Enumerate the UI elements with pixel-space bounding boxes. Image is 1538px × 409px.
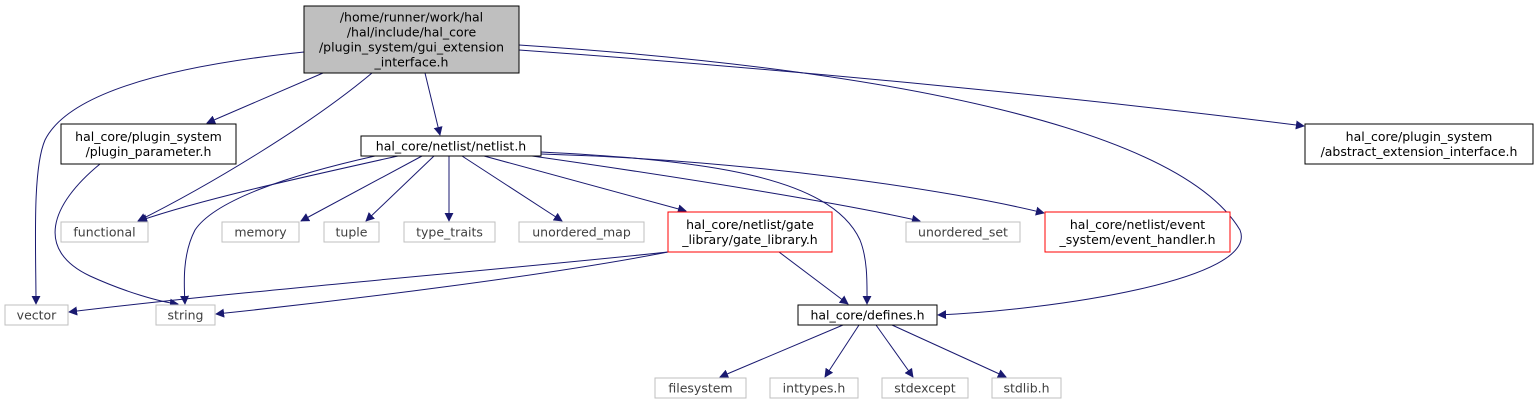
edge-netlist-to-event_handler	[540, 153, 1045, 216]
node-label-line: hal_core/netlist/gate	[686, 217, 814, 232]
edge-root-to-plugin_parameter	[206, 72, 324, 124]
node-stdexcept: stdexcept	[881, 377, 969, 399]
node-label-line: hal_core/defines.h	[810, 308, 924, 323]
node-unordered-map: unordered_map	[518, 221, 645, 243]
node-inttypes: inttypes.h	[769, 377, 859, 399]
node-label-line: functional	[73, 225, 135, 240]
node-box	[323, 221, 380, 243]
edge-gate_library-to-defines	[778, 251, 849, 305]
node-label-line: type_traits	[416, 225, 483, 240]
node-label-line: /hal/include/hal_core	[347, 25, 477, 40]
edge-netlist-to-functional	[138, 155, 399, 223]
edge-gate_library-to-string	[215, 251, 669, 318]
node-box	[769, 377, 859, 399]
node-box	[667, 211, 833, 253]
node-label-line: _library/gate_library.h	[681, 232, 817, 247]
node-label-line: unordered_map	[532, 225, 631, 240]
edge-root-to-abstract_ext	[518, 49, 1305, 130]
node-unordered-set: unordered_set	[905, 221, 1021, 243]
edge-plugin_parameter-to-string	[54, 163, 179, 308]
edge-netlist-to-defines	[540, 151, 872, 305]
edge-root-to-netlist	[424, 72, 443, 136]
edge-defines-to-stdlib	[891, 324, 1007, 378]
node-label-line: /abstract_extension_interface.h	[1321, 144, 1518, 159]
node-label-line: /home/runner/work/hal	[340, 10, 483, 25]
edge-netlist-to-string	[180, 155, 376, 305]
edge-netlist-to-gate_library	[483, 155, 687, 214]
node-box	[360, 135, 542, 157]
node-tuple: tuple	[323, 221, 380, 243]
node-box	[1304, 123, 1534, 165]
node-gate-library[interactable]: hal_core/netlist/gate_library/gate_libra…	[667, 211, 833, 253]
edge-root-to-defines	[518, 44, 1242, 320]
edge-defines-to-filesystem	[719, 324, 844, 378]
node-label-line: vector	[17, 308, 58, 323]
node-box	[60, 123, 237, 165]
node-label-line: _interface.h	[374, 55, 449, 70]
edge-defines-to-stdexcept	[875, 324, 914, 378]
node-memory: memory	[221, 221, 300, 243]
node-label-line: _system/event_handler.h	[1059, 232, 1216, 247]
node-label-line: hal_core/plugin_system	[75, 129, 222, 144]
edge-defines-to-inttypes	[824, 324, 860, 378]
node-type-traits: type_traits	[403, 221, 496, 243]
node-abstract-ext[interactable]: hal_core/plugin_system/abstract_extensio…	[1304, 123, 1534, 165]
node-defines[interactable]: hal_core/defines.h	[797, 304, 938, 326]
node-box	[155, 304, 216, 326]
node-box	[905, 221, 1021, 243]
node-label-line: filesystem	[668, 381, 732, 396]
node-netlist[interactable]: hal_core/netlist/netlist.h	[360, 135, 542, 157]
node-label-line: tuple	[336, 225, 368, 240]
node-box	[654, 377, 747, 399]
node-box	[991, 377, 1062, 399]
node-box	[1044, 211, 1231, 253]
node-filesystem: filesystem	[654, 377, 747, 399]
node-box	[881, 377, 969, 399]
node-vector: vector	[4, 304, 69, 326]
node-label-line: hal_core/netlist/netlist.h	[376, 139, 526, 154]
node-root[interactable]: /home/runner/work/hal/hal/include/hal_co…	[303, 5, 520, 74]
node-box	[303, 5, 520, 74]
edge-root-to-vector	[31, 51, 305, 305]
node-label-line: unordered_set	[918, 225, 1008, 240]
node-label-line: stdlib.h	[1003, 381, 1049, 396]
node-label-line: /plugin_parameter.h	[86, 144, 212, 159]
node-box	[518, 221, 645, 243]
edge-netlist-to-unordered_map	[461, 155, 563, 222]
node-label-line: /plugin_system/gui_extension	[319, 40, 504, 55]
edge-netlist-to-tuple	[365, 155, 435, 222]
node-event-handler[interactable]: hal_core/netlist/event_system/event_hand…	[1044, 211, 1231, 253]
node-label-line: memory	[234, 225, 287, 240]
node-box	[797, 304, 938, 326]
node-box	[60, 221, 149, 243]
node-label-line: inttypes.h	[783, 381, 846, 396]
edge-netlist-to-memory	[300, 155, 423, 222]
node-plugin-parameter[interactable]: hal_core/plugin_system/plugin_parameter.…	[60, 123, 237, 165]
node-box	[221, 221, 300, 243]
node-box	[403, 221, 496, 243]
node-stdlib: stdlib.h	[991, 377, 1062, 399]
node-string: string	[155, 304, 216, 326]
node-label-line: stdexcept	[894, 381, 955, 396]
edge-gate_library-to-vector	[68, 251, 669, 316]
node-functional: functional	[60, 221, 149, 243]
node-label-line: hal_core/netlist/event	[1070, 217, 1205, 232]
edge-root-to-functional	[137, 72, 373, 222]
node-label-line: hal_core/plugin_system	[1346, 129, 1493, 144]
node-box	[4, 304, 69, 326]
edge-netlist-to-unordered_set	[531, 155, 921, 224]
node-label-line: string	[168, 308, 204, 323]
